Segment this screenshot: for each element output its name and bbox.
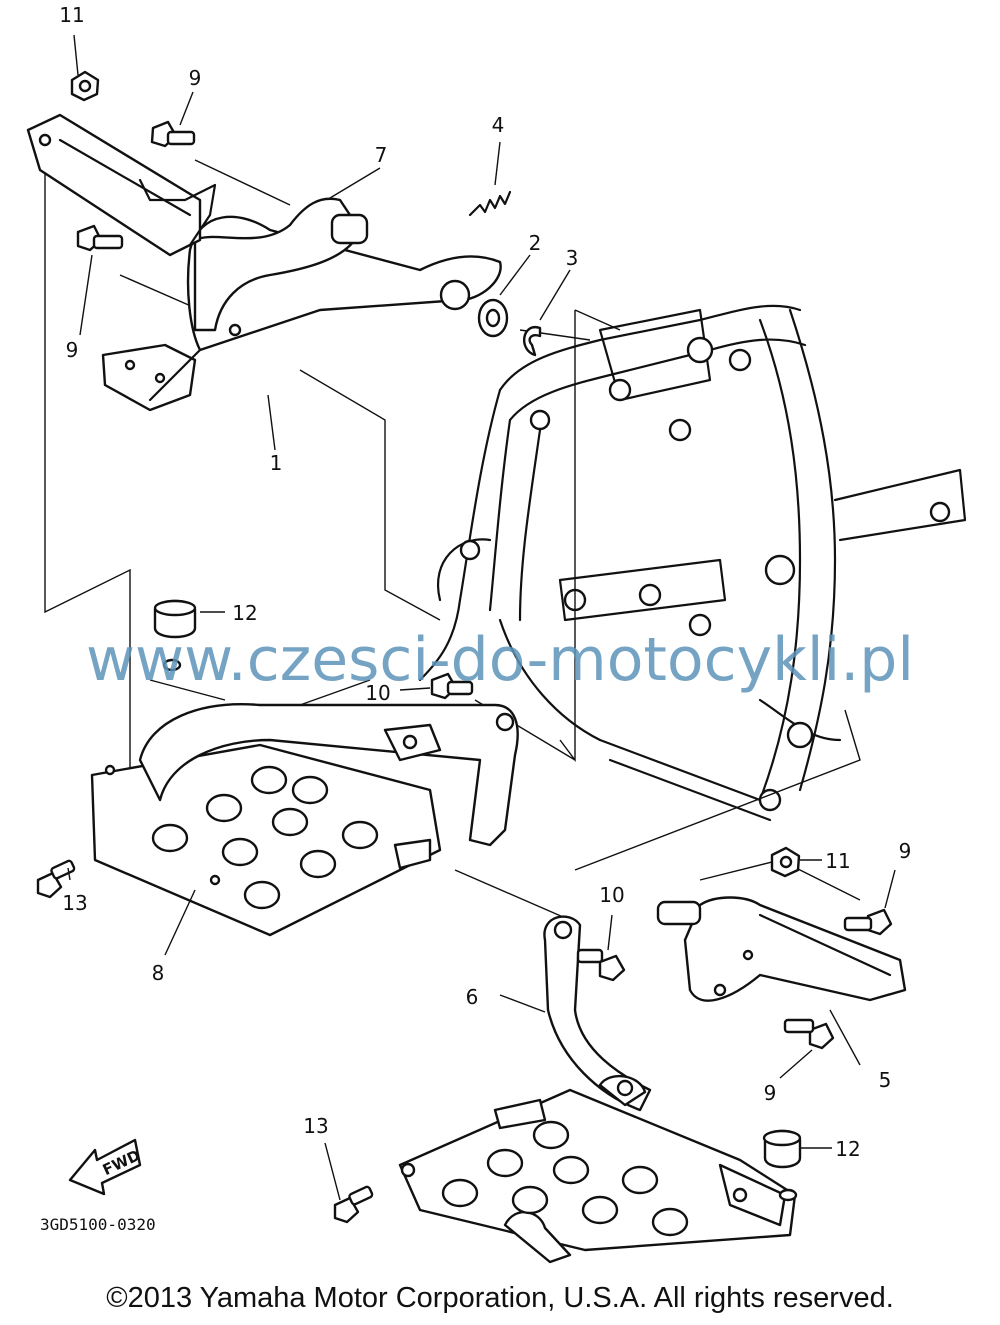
bolt-13-right — [333, 1185, 374, 1224]
callout-11-right: 11 — [825, 849, 850, 873]
callout-6: 6 — [466, 985, 479, 1009]
lower-right-plate — [398, 1088, 797, 1264]
bolt-9-top — [150, 120, 196, 148]
callout-5: 5 — [879, 1068, 892, 1092]
callout-3: 3 — [566, 246, 579, 270]
callout-11-top: 11 — [59, 3, 84, 27]
rubber-12-left — [153, 599, 197, 672]
nut-11-top — [70, 70, 100, 102]
callout-12-left: 12 — [232, 601, 257, 625]
watermark-text: www.czesci-do-motocykli.pl — [86, 625, 914, 695]
callout-13-right: 13 — [303, 1114, 328, 1138]
callout-1: 1 — [270, 451, 283, 475]
bolt-9-left — [76, 224, 124, 252]
part-6-right-stand — [543, 915, 652, 1112]
drawing-code: 3GD5100-0320 — [40, 1215, 156, 1234]
callout-12-right: 12 — [835, 1137, 860, 1161]
part-4-spring — [468, 190, 512, 217]
callout-4: 4 — [492, 113, 505, 137]
callout-8: 8 — [152, 961, 165, 985]
callout-10-upper: 10 — [365, 681, 390, 705]
bolt-9-right-lower — [783, 1018, 835, 1050]
callout-9-top: 9 — [189, 66, 202, 90]
nut-11-right — [770, 846, 801, 878]
callout-10-lower: 10 — [599, 883, 624, 907]
left-footpeg — [26, 113, 217, 257]
bolt-9-right-upper — [843, 908, 893, 936]
bolt-13-left — [36, 859, 76, 899]
callout-labels: 11 9 4 7 2 3 9 1 12 10 13 8 6 10 11 9 5 … — [59, 3, 911, 1161]
projection-lines — [44, 159, 861, 921]
part-2-washer — [477, 298, 509, 338]
leader-lines — [67, 34, 896, 1201]
bolt-10-upper — [430, 672, 474, 700]
part-7-footrest-plate — [193, 197, 369, 332]
callout-7: 7 — [375, 143, 388, 167]
callout-9-right-lower: 9 — [764, 1081, 777, 1105]
part-8-left-plate — [90, 703, 519, 937]
part-3-clip — [522, 325, 542, 357]
part-5-right-footpeg — [656, 896, 907, 1002]
callout-2: 2 — [529, 231, 542, 255]
rubber-12-right — [762, 1129, 802, 1202]
bolt-10-lower — [576, 948, 626, 982]
callout-13-left: 13 — [62, 891, 87, 915]
frame-assembly — [418, 304, 967, 822]
callout-9-right-upper: 9 — [899, 839, 912, 863]
copyright-notice: ©2013 Yamaha Motor Corporation, U.S.A. A… — [106, 1282, 894, 1314]
fwd-arrow: FWD — [68, 1138, 143, 1196]
callout-9-left: 9 — [66, 338, 79, 362]
